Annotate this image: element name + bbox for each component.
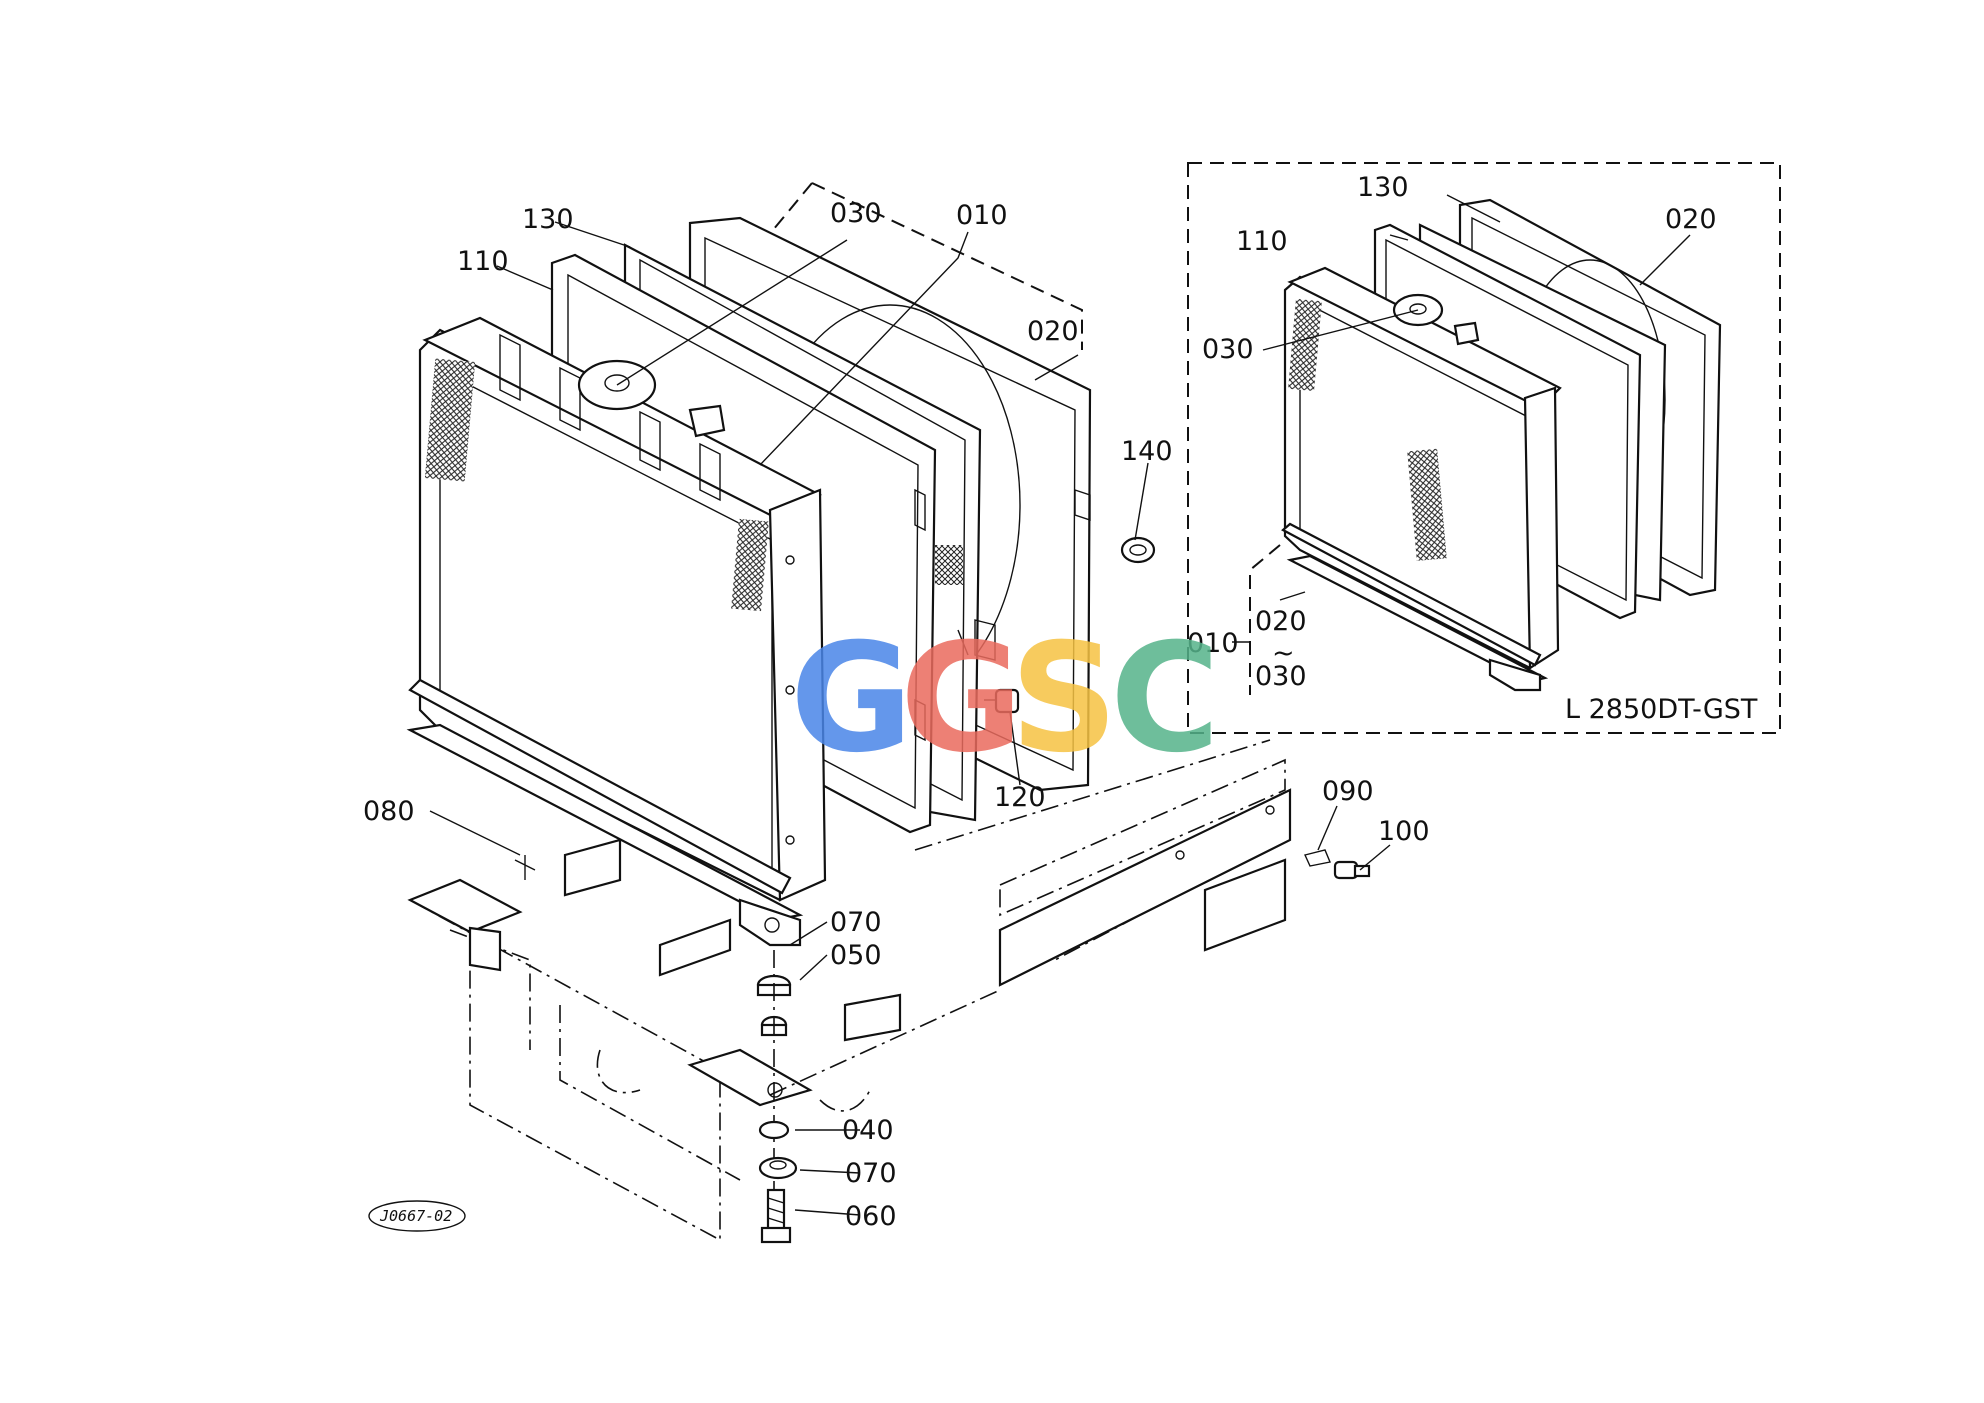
main-callouts: 010 020 030 040 050 060 070 070 080 090 …: [363, 198, 1430, 1232]
callout-090: 090: [1322, 776, 1374, 807]
callout-120: 120: [994, 782, 1046, 813]
variant-inset: 130 110 020 030 010 020 ~ 030 L 2850DT-G…: [1187, 162, 1781, 734]
watermark-letter-1: G: [790, 612, 913, 786]
main-assembly: [406, 182, 1371, 1244]
callout-030: 030: [830, 198, 882, 229]
mount-hardware: [756, 950, 798, 1244]
drain-plug-120: [984, 688, 1020, 714]
hose-clamp-140: [1120, 536, 1156, 564]
reference-code: J0667-02: [368, 1200, 466, 1232]
inset-border: [1187, 162, 1781, 734]
watermark-letter-3: S: [1010, 612, 1118, 786]
inset-range-to: 030: [1255, 661, 1307, 692]
callout-100: 100: [1378, 816, 1430, 847]
callout-140: 140: [1121, 436, 1173, 467]
inset-range-from: 020: [1255, 606, 1307, 637]
plug-100: [1333, 860, 1371, 880]
side-frame-rail: [769, 739, 1292, 1112]
callout-050: 050: [830, 940, 882, 971]
callout-070-lower: 070: [845, 1158, 897, 1189]
callout-070-upper: 070: [830, 907, 882, 938]
radiator-core: [406, 316, 827, 947]
callout-010: 010: [956, 200, 1008, 231]
callout-020: 020: [1027, 316, 1079, 347]
callout-080: 080: [363, 796, 415, 827]
inset-callout-020-top: 020: [1665, 204, 1717, 235]
callout-130: 130: [522, 204, 574, 235]
leader-lines: [429, 221, 1391, 1216]
watermark-letter-2: G: [900, 612, 1023, 786]
inset-callout-030: 030: [1202, 334, 1254, 365]
inset-model-label: L 2850DT-GST: [1565, 694, 1758, 725]
inset-callout-010: 010: [1187, 628, 1239, 659]
inset-range-tilde: ~: [1272, 638, 1295, 669]
callout-110: 110: [457, 246, 509, 277]
watermark-letter-4: C: [1110, 612, 1220, 786]
callout-060: 060: [845, 1201, 897, 1232]
inset-callout-130: 130: [1357, 172, 1409, 203]
inset-callout-110: 110: [1236, 226, 1288, 257]
base-support: [407, 838, 902, 1242]
clip-090: [1304, 849, 1331, 867]
reference-code-text: J0667-02: [379, 1207, 452, 1225]
hose-clip-080: [514, 855, 536, 880]
callout-040: 040: [842, 1115, 894, 1146]
ggsc-watermark: G G S C: [790, 612, 1220, 786]
